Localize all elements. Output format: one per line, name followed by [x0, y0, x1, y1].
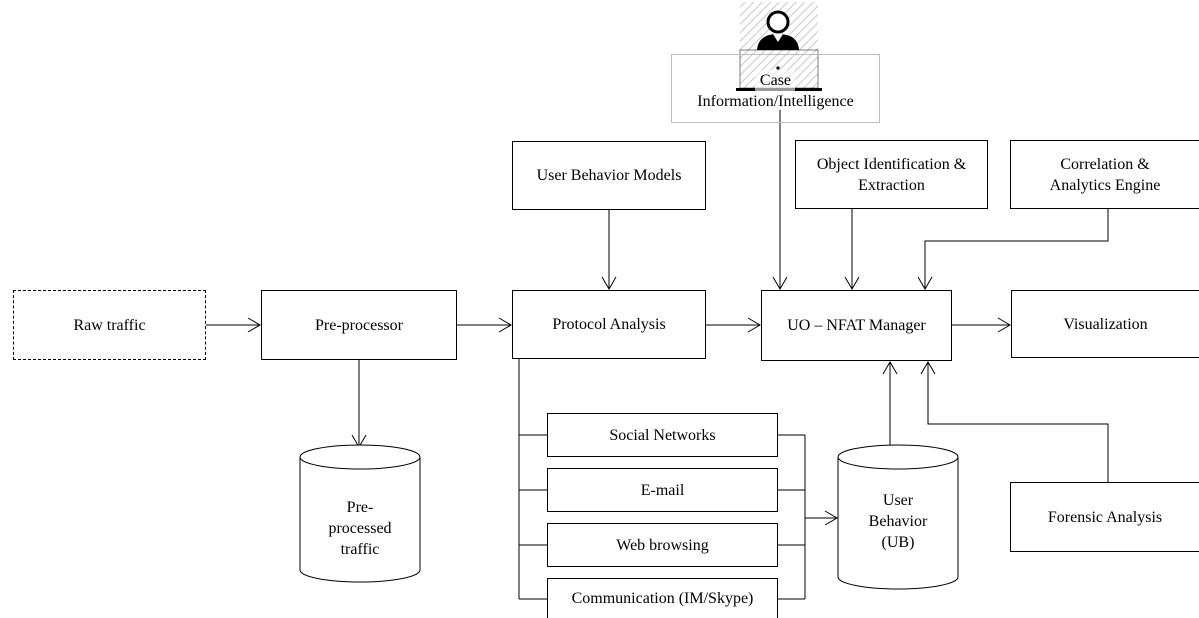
case-label-line-2: Information/Intelligence	[697, 93, 854, 110]
arrow-forensic-to-manager	[920, 361, 1109, 482]
object-identification-line-2: Extraction	[858, 176, 925, 194]
manager-label: UO – NFAT Manager	[787, 317, 926, 334]
email-label: E-mail	[640, 481, 685, 499]
raw-traffic-label: Raw traffic	[73, 316, 146, 334]
forensic-analysis-label: Forensic Analysis	[1047, 508, 1163, 526]
communication-node: Communication (IM/Skype)	[547, 578, 778, 618]
case-information-node: Case Information/Intelligence	[671, 54, 880, 123]
pre-processor-node: Pre-processor	[261, 290, 457, 360]
arrow-protocol-to-manager	[706, 317, 761, 333]
user-behavior-line-1: User	[882, 492, 914, 509]
pre-processed-traffic-label: Pre- processed traffic	[300, 497, 420, 560]
arrow-correlation-to-manager	[917, 209, 1109, 290]
raw-traffic-node: Raw traffic	[13, 290, 206, 360]
social-networks-label: Social Networks	[609, 426, 716, 444]
case-information-label: Case Information/Intelligence	[697, 70, 854, 112]
arrow-preprocessor-to-db	[351, 360, 367, 448]
protocol-branch-bus	[518, 359, 547, 600]
connectors	[206, 110, 1109, 600]
correlation-engine-line-1: Correlation &	[1060, 155, 1150, 173]
case-label-line-1: Case	[755, 70, 796, 91]
protocol-analysis-node: Protocol Analysis	[512, 290, 706, 359]
object-identification-node: Object Identification & Extraction	[795, 140, 988, 209]
user-behavior-db-label: User Behavior (UB)	[838, 490, 958, 553]
arrow-case-to-manager	[772, 110, 788, 290]
pre-processed-line-2: processed	[328, 520, 392, 537]
arrow-object-to-manager	[844, 209, 860, 290]
categories-merge-bus	[778, 434, 838, 600]
correlation-engine-node: Correlation & Analytics Engine	[1010, 140, 1199, 209]
arrow-raw-to-preprocessor	[206, 317, 261, 333]
email-node: E-mail	[547, 468, 778, 512]
protocol-analysis-label: Protocol Analysis	[552, 316, 666, 333]
forensic-analysis-node: Forensic Analysis	[1010, 482, 1199, 552]
arrow-manager-to-visualization	[952, 317, 1011, 333]
pre-processed-traffic-db	[299, 444, 421, 583]
pre-processed-line-3: traffic	[340, 541, 380, 558]
object-identification-line-1: Object Identification &	[816, 155, 967, 173]
user-behavior-models-node: User Behavior Models	[512, 141, 706, 210]
web-browsing-node: Web browsing	[547, 523, 778, 567]
object-identification-label: Object Identification & Extraction	[817, 154, 966, 196]
correlation-engine-label: Correlation & Analytics Engine	[1050, 154, 1161, 196]
user-behavior-db	[837, 444, 959, 590]
arrow-ub-to-manager	[882, 361, 898, 445]
communication-label: Communication (IM/Skype)	[571, 590, 754, 607]
pre-processor-label: Pre-processor	[315, 316, 403, 334]
web-browsing-label: Web browsing	[616, 536, 709, 554]
arrow-preprocessor-to-protocol	[457, 317, 512, 333]
social-networks-node: Social Networks	[547, 413, 778, 457]
manager-node: UO – NFAT Manager	[761, 290, 952, 361]
pre-processed-line-1: Pre-	[346, 499, 374, 516]
visualization-node: Visualization	[1011, 290, 1199, 358]
user-behavior-line-3: (UB)	[881, 534, 915, 551]
user-behavior-line-2: Behavior	[868, 513, 928, 530]
user-behavior-models-label: User Behavior Models	[536, 167, 682, 184]
arrow-models-to-protocol	[601, 210, 617, 290]
correlation-engine-line-2: Analytics Engine	[1049, 176, 1161, 194]
visualization-label: Visualization	[1063, 315, 1148, 333]
